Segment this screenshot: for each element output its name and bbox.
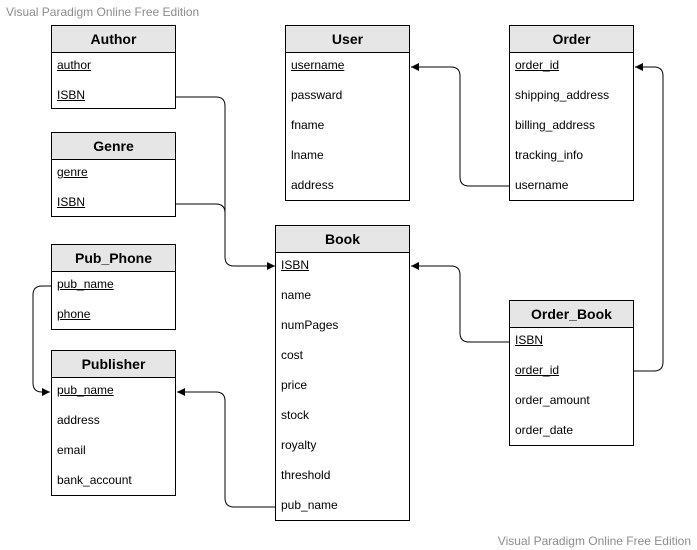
attribute-fname: fname [291, 118, 325, 132]
attribute-billing-address: billing_address [515, 118, 596, 132]
attribute-author: author [57, 58, 92, 72]
attribute-name: name [281, 288, 312, 302]
attribute-order-date: order_date [515, 423, 574, 437]
attribute-pub-name: pub_name [57, 277, 114, 291]
attribute-lname: lname [291, 148, 324, 162]
attribute-isbn: ISBN [57, 195, 86, 209]
attribute-price: price [281, 378, 308, 392]
connector-order-user [411, 63, 509, 187]
attribute-threshold: threshold [281, 468, 331, 482]
connector-orderbook-book [411, 262, 509, 343]
attribute-isbn: ISBN [281, 258, 310, 272]
entity-user[interactable]: User username passward fname lname addre… [285, 25, 410, 201]
entity-order-book[interactable]: Order_Book ISBN order_id order_amount or… [509, 300, 634, 446]
attribute-genre: genre [57, 165, 88, 179]
entity-title: User [286, 26, 409, 53]
attribute-shipping-address: shipping_address [515, 88, 610, 102]
attribute-phone: phone [57, 307, 91, 321]
entity-publisher[interactable]: Publisher pub_name address email bank_ac… [51, 350, 176, 496]
attribute-numpages: numPages [281, 318, 339, 332]
entity-order[interactable]: Order order_id shipping_address billing_… [509, 25, 634, 201]
attribute-order-amount: order_amount [515, 393, 590, 407]
entity-author[interactable]: Author author ISBN [51, 25, 176, 109]
attribute-username: username [515, 178, 569, 192]
connector-author-book [176, 96, 275, 270]
entity-title: Author [52, 26, 175, 53]
attribute-order-id: order_id [515, 363, 560, 377]
connector-book-publisher [177, 388, 275, 508]
connector-orderbook-order [634, 63, 664, 372]
entity-title: Genre [52, 133, 175, 160]
watermark-top: Visual Paradigm Online Free Edition [6, 5, 200, 19]
entity-title: Order [510, 26, 633, 53]
connector-pubphone-publisher [32, 285, 51, 396]
attribute-tracking-info: tracking_info [515, 148, 584, 162]
attribute-pub-name: pub_name [281, 498, 338, 512]
attribute-isbn: ISBN [515, 333, 544, 347]
entity-pub-phone[interactable]: Pub_Phone pub_name phone [51, 244, 176, 330]
attribute-order-id: order_id [515, 58, 560, 72]
attribute-passward: passward [291, 88, 343, 102]
attribute-address: address [291, 178, 334, 192]
watermark-bottom: Visual Paradigm Online Free Edition [497, 534, 691, 548]
connector-genre-book [176, 203, 226, 214]
entity-title: Publisher [52, 351, 175, 378]
attribute-address: address [57, 413, 100, 427]
attribute-bank-account: bank_account [57, 473, 132, 487]
entity-book[interactable]: Book ISBN name numPages cost price stock… [275, 225, 410, 521]
entity-title: Pub_Phone [52, 245, 175, 272]
attribute-cost: cost [281, 348, 304, 362]
entity-title: Order_Book [510, 301, 633, 328]
attribute-isbn: ISBN [57, 88, 86, 102]
attribute-email: email [57, 443, 86, 457]
attribute-username: username [291, 58, 345, 72]
attribute-pub-name: pub_name [57, 383, 114, 397]
entity-title: Book [276, 226, 409, 253]
attribute-royalty: royalty [281, 438, 317, 452]
entity-genre[interactable]: Genre genre ISBN [51, 132, 176, 217]
attribute-stock: stock [281, 408, 310, 422]
